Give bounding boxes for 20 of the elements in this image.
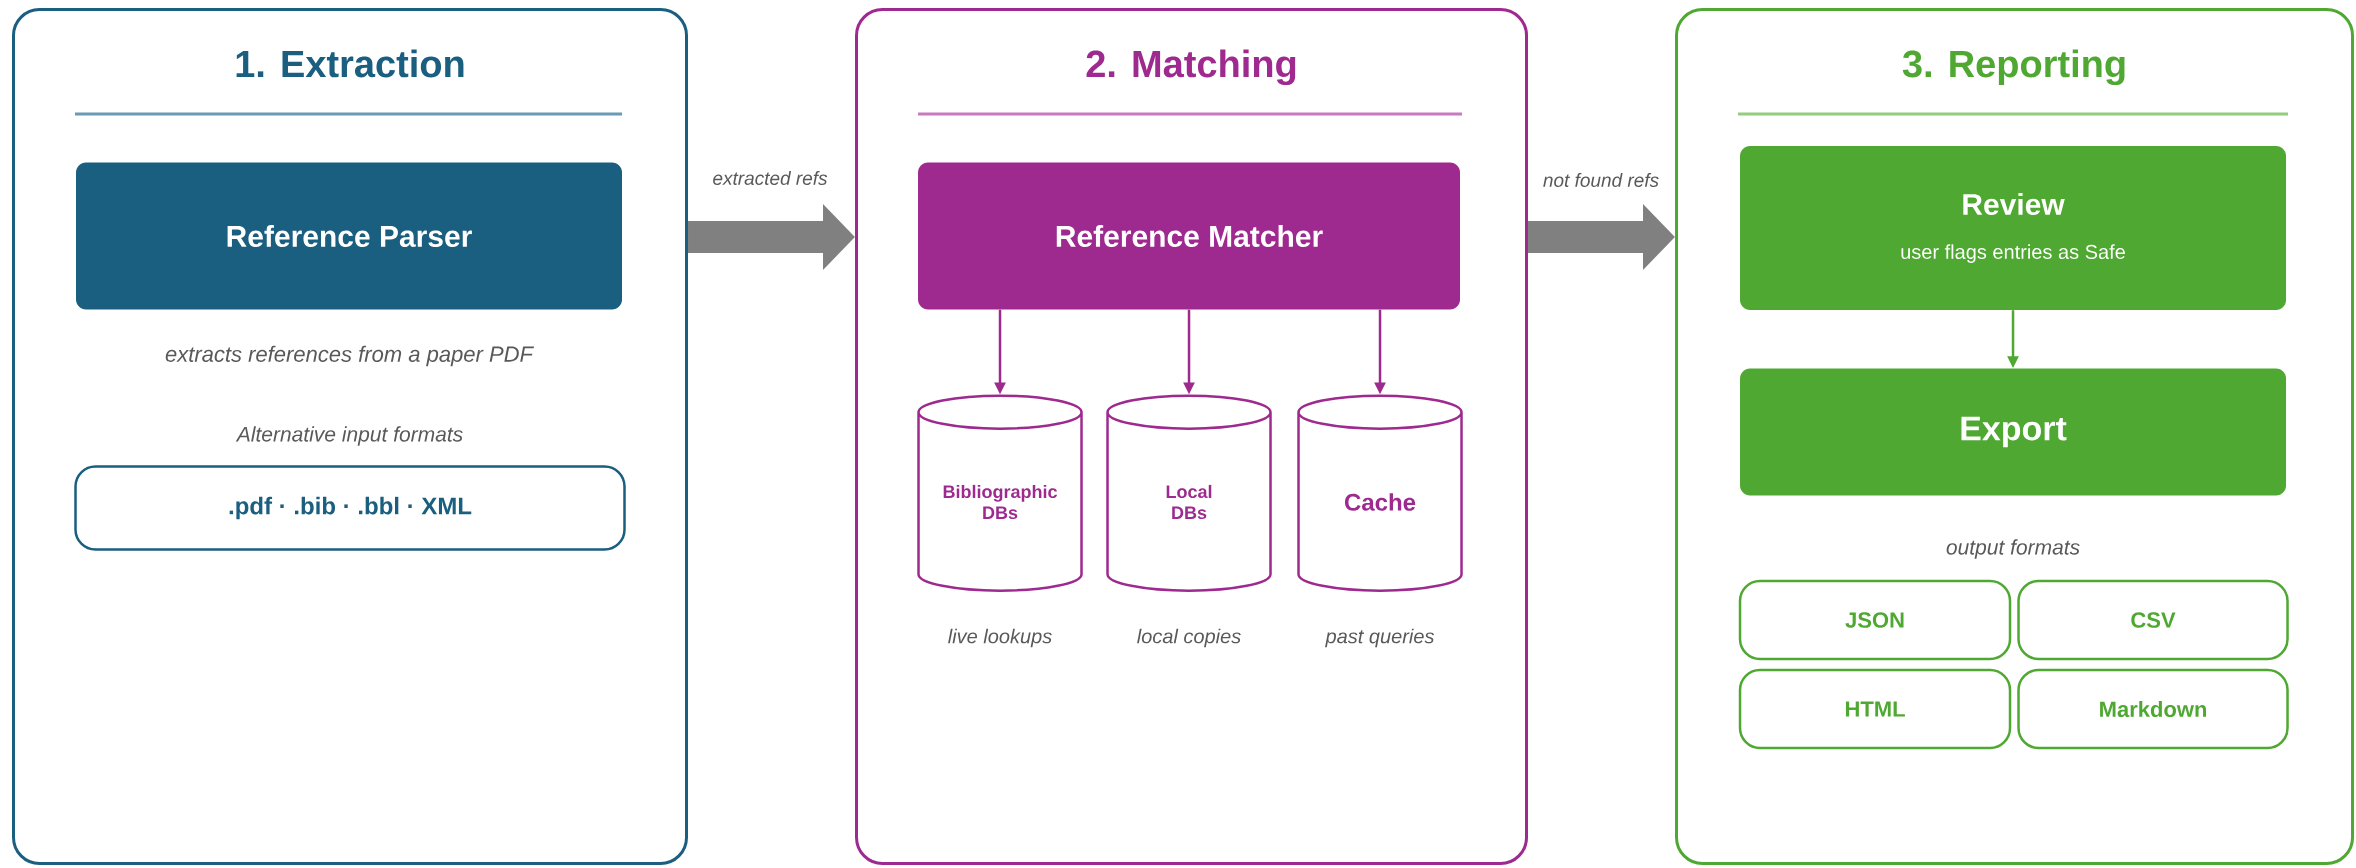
database-cylinder: Local DBs <box>1106 394 1272 592</box>
format-box: Markdown <box>2017 668 2289 750</box>
database-cylinder: Bibliographic DBs <box>917 394 1083 592</box>
edge-label: extracted refs <box>710 169 830 187</box>
section-label: Alternative input formats <box>235 426 463 446</box>
node-label: local copies <box>1137 628 1241 648</box>
process-box: Reference Matcher <box>918 162 1460 310</box>
node-label: extracts references from a paper PDF <box>165 345 534 367</box>
format-box: HTML <box>1738 668 2012 750</box>
process-box: Reference Parser <box>76 162 622 310</box>
format-box: .pdf · .bib · .bbl · XML <box>74 465 626 551</box>
database-cylinder: Cache <box>1297 394 1463 592</box>
format-box: CSV <box>2017 579 2289 661</box>
node-label: past queries <box>1325 628 1435 648</box>
node-label: live lookups <box>948 628 1052 648</box>
section-label: output formats <box>1946 539 2080 559</box>
format-box: JSON <box>1738 579 2012 661</box>
process-box: Review user flags entries as Safe <box>1740 146 2286 310</box>
edge-label: not found refs <box>1540 171 1662 189</box>
process-box: Export <box>1740 368 2286 496</box>
